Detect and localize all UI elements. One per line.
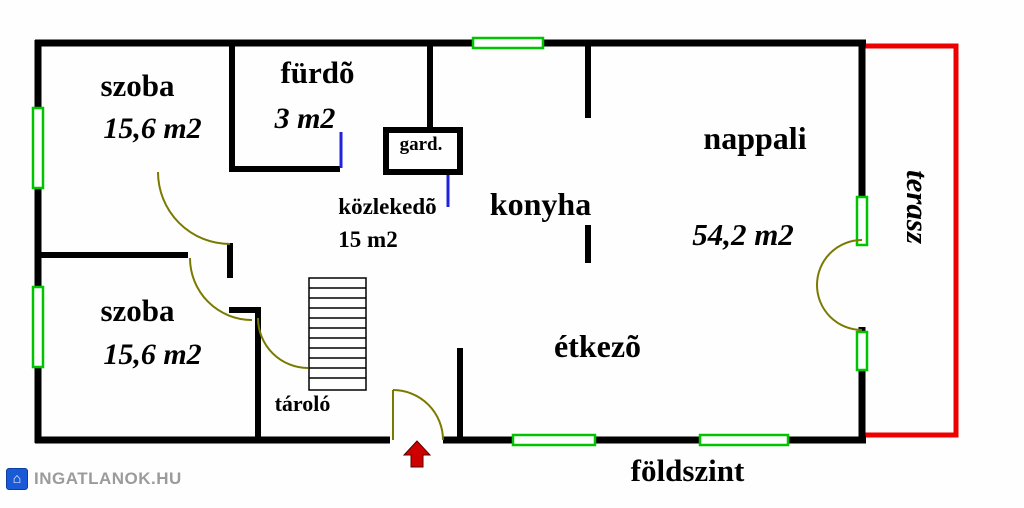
window-left-top bbox=[31, 106, 45, 190]
watermark: ⌂ INGATLANOK.HU bbox=[6, 468, 182, 490]
stairs bbox=[308, 277, 367, 391]
door-arc-entrance bbox=[392, 389, 444, 441]
window-bottom-nappali bbox=[698, 433, 790, 447]
entrance-arrow-icon bbox=[402, 440, 432, 468]
room-area-szoba-top: 15,6 m2 bbox=[103, 112, 202, 145]
door-arc-terrace-lower bbox=[816, 284, 863, 331]
stairs-outline bbox=[308, 277, 367, 391]
sliding-doors bbox=[339, 132, 450, 207]
room-area-kozlekedo: 15 m2 bbox=[338, 227, 398, 252]
room-label-szoba-bottom: szoba bbox=[100, 293, 175, 328]
room-label-szoba-top: szoba bbox=[100, 68, 175, 103]
terrace-outline bbox=[864, 43, 959, 438]
room-label-konyha: konyha bbox=[489, 186, 592, 222]
room-label-terasz: terasz bbox=[900, 169, 935, 245]
door-arc-szoba-top bbox=[157, 171, 231, 245]
door-arc-tarolo bbox=[257, 317, 309, 369]
window-bottom-etkezo bbox=[511, 433, 597, 447]
room-label-etkezo: étkezõ bbox=[553, 328, 642, 364]
floor-title: földszint bbox=[630, 453, 745, 488]
window-top-konyha bbox=[471, 36, 545, 50]
door-arc-terrace-upper bbox=[816, 239, 863, 286]
room-label-furdo: fürdõ bbox=[280, 55, 355, 90]
windows bbox=[31, 36, 869, 447]
room-area-nappali: 54,2 m2 bbox=[692, 217, 794, 252]
ingatlanok-logo-icon: ⌂ bbox=[6, 468, 28, 490]
window-right-lower bbox=[855, 330, 869, 372]
watermark-text: INGATLANOK.HU bbox=[34, 469, 182, 488]
door-arc-szoba-bottom bbox=[189, 257, 253, 321]
room-label-tarolo: tároló bbox=[274, 391, 331, 416]
door-arcs bbox=[157, 171, 863, 441]
room-label-nappali: nappali bbox=[703, 120, 807, 156]
room-area-szoba-bottom: 15,6 m2 bbox=[103, 338, 202, 371]
room-area-furdo: 3 m2 bbox=[274, 102, 336, 135]
room-label-kozlekedo: közlekedõ bbox=[338, 194, 437, 219]
window-right-upper bbox=[855, 195, 869, 247]
walls bbox=[34, 39, 866, 444]
room-label-gard: gard. bbox=[399, 134, 443, 155]
window-left-bottom bbox=[31, 285, 45, 369]
